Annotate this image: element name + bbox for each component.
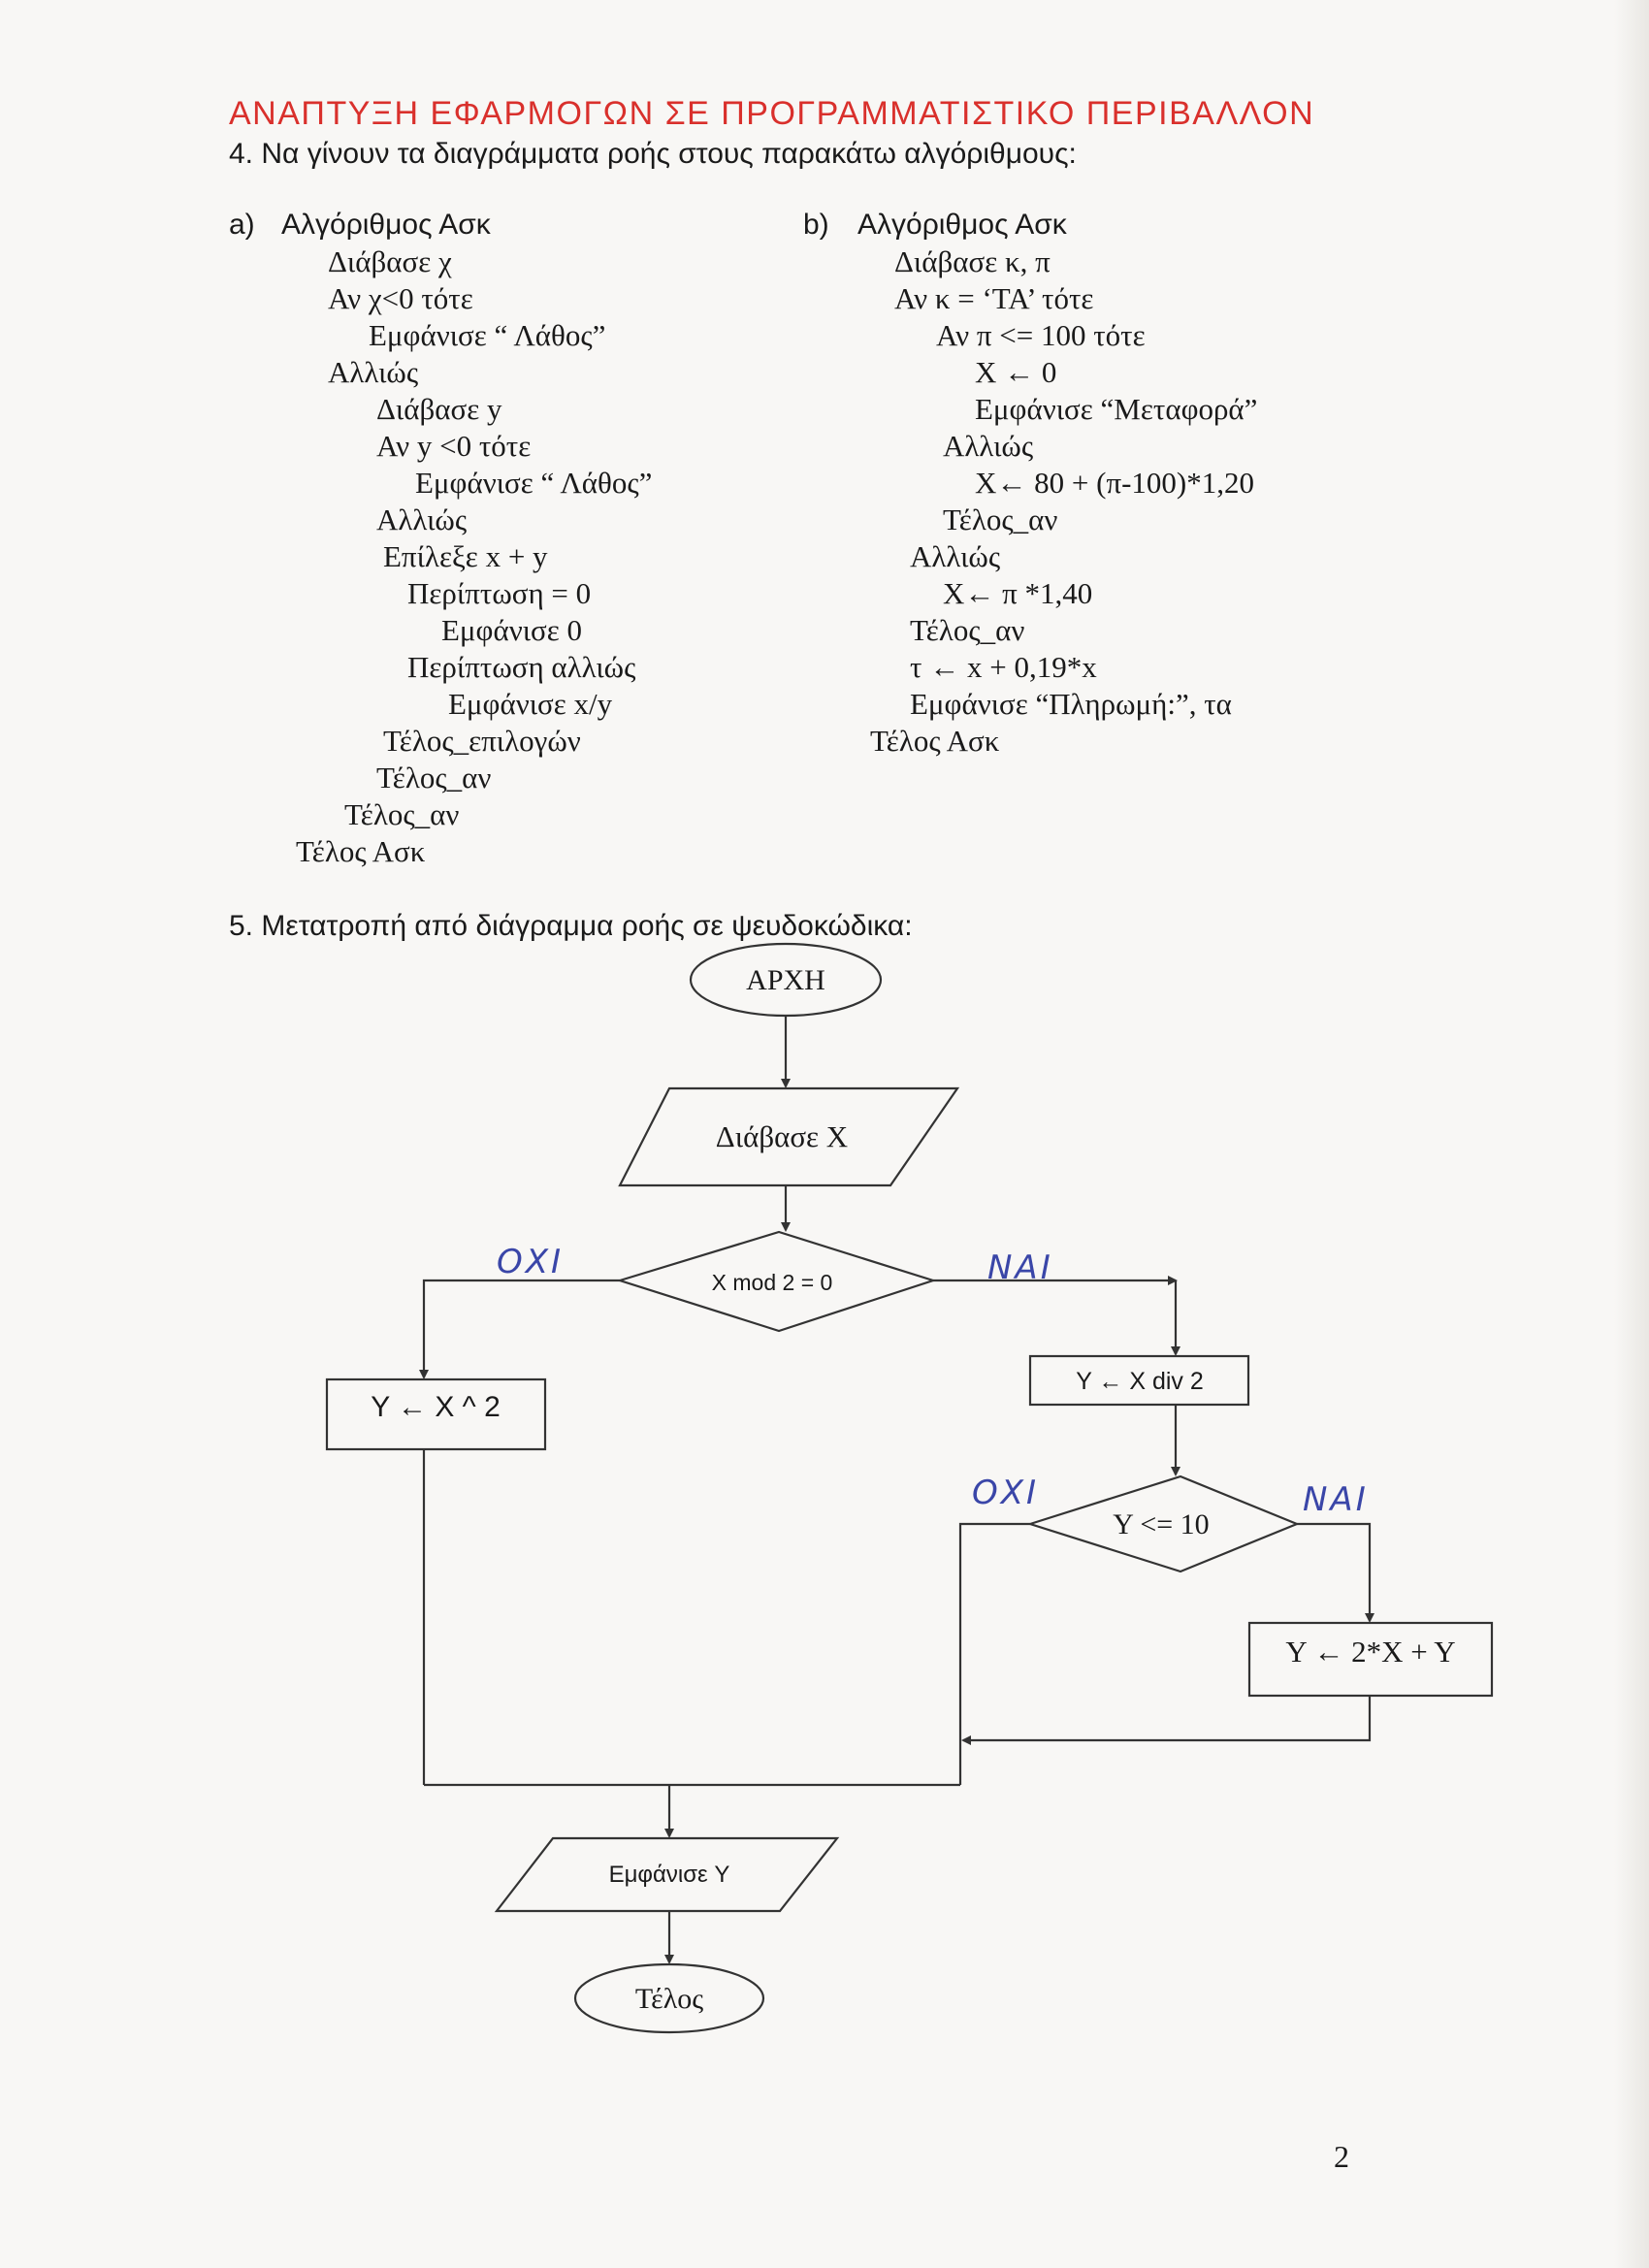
exercise-5-prompt: 5. Μετατροπή από διάγραμμα ροής σε ψευδο… — [229, 910, 913, 942]
output-box — [494, 1836, 840, 1913]
algorithm-b-line: Τέλος Ασκ — [870, 724, 1000, 758]
read-label: Διάβασε Χ — [716, 1119, 848, 1153]
cond1-label: X mod 2 = 0 — [712, 1270, 833, 1295]
algorithm-b-line: τ ← x + 0,19*x — [910, 650, 1097, 684]
algorithm-a-line: Τέλος_αν — [344, 797, 460, 831]
process-3-label: Y ← 2*X + Y — [1285, 1635, 1455, 1669]
algorithm-b-line: Αν κ = ‘ΤΑ’ τότε — [894, 281, 1094, 315]
exercise-4-prompt: 4. Να γίνουν τα διαγράμματα ροής στους π… — [229, 138, 1077, 170]
edge-decision2-yes — [1297, 1522, 1374, 1623]
algorithm-a-line: Διάβασε y — [376, 392, 502, 426]
algorithm-b-line: Αλλιώς — [910, 539, 1001, 573]
course-heading: ΑΝΑΠΤΥΞΗ ΕΦΑΡΜΟΓΩΝ ΣΕ ΠΡΟΓΡΑΜΜΑΤΙΣΤΙΚΟ Π… — [229, 95, 1315, 132]
algorithm-a-line: Εμφάνισε “ Λάθος” — [415, 466, 653, 500]
algorithm-b-line: Χ← 80 + (π-100)*1,20 — [975, 466, 1254, 500]
algorithm-b-line: Χ← π *1,40 — [943, 576, 1093, 610]
left-process-label: Y ← X ^ 2 — [371, 1391, 501, 1423]
right-process-label: Y ← X div 2 — [1076, 1368, 1204, 1395]
algorithm-a-line: Εμφάνισε 0 — [441, 613, 583, 647]
edge-decision2-no — [958, 1522, 1030, 1785]
algorithm-a-line: Αν χ<0 τότε — [328, 281, 473, 315]
algorithm-b-line: Τέλος_αν — [943, 502, 1058, 536]
algorithm-b-line: Αν π <= 100 τότε — [936, 318, 1146, 352]
edge-process3-return — [961, 1696, 1372, 1745]
cond1-yes-label: ΝΑΙ — [987, 1248, 1053, 1287]
algorithm-a-line: Εμφάνισε x/y — [448, 687, 613, 721]
algorithm-a-line: Τέλος Ασκ — [296, 834, 426, 868]
cond2-yes-label: ΝΑΙ — [1303, 1480, 1369, 1519]
end-label: Τέλος — [635, 1983, 703, 2015]
cond1-no-label: ΟΧΙ — [497, 1243, 564, 1281]
algorithm-a-label: a) — [229, 209, 255, 241]
read-input-box — [618, 1086, 960, 1187]
algorithm-b-line: Τέλος_αν — [910, 613, 1025, 647]
left-process-box — [325, 1377, 547, 1451]
cond2-no-label: ΟΧΙ — [972, 1474, 1039, 1512]
edge-decision-no — [419, 1279, 620, 1379]
algorithm-a-line: Αλλιώς — [328, 355, 419, 389]
algorithm-b-line: Εμφάνισε “Πληρωμή:”, τα — [910, 687, 1232, 721]
algorithm-a-line: Αν y <0 τότε — [376, 429, 532, 463]
page-edge-shadow — [1614, 0, 1649, 2268]
algorithm-a-line: Διάβασε χ — [328, 244, 452, 278]
page-number: 2 — [1334, 2139, 1349, 2174]
algorithm-a-line: Αλλιώς — [376, 502, 468, 536]
algorithm-a-title: Αλγόριθμος Ασκ — [281, 209, 491, 241]
algorithm-b-line: Διάβασε κ, π — [894, 244, 1051, 278]
algorithm-a-line: Τέλος_αν — [376, 761, 492, 794]
right-process-box — [1028, 1354, 1250, 1407]
algorithm-a-line: Τέλος_επιλογών — [383, 724, 581, 758]
algorithm-b-line: Εμφάνισε “Μεταφορά” — [975, 392, 1258, 426]
algorithm-a-line: Εμφάνισε “ Λάθος” — [369, 318, 606, 352]
start-label: ΑΡΧΗ — [746, 964, 825, 996]
cond2-label: Y <= 10 — [1113, 1508, 1209, 1540]
algorithm-a-line: Επίλεξε x + y — [383, 539, 548, 573]
output-label: Εμφάνισε Y — [609, 1862, 730, 1888]
algorithm-b-line: Χ ← 0 — [975, 355, 1057, 389]
algorithm-b-line: Αλλιώς — [943, 429, 1034, 463]
algorithm-a-line: Περίπτωση = 0 — [407, 576, 592, 610]
algorithm-b-title: Αλγόριθμος Ασκ — [857, 209, 1067, 241]
algorithm-a-line: Περίπτωση αλλιώς — [407, 650, 636, 684]
end-terminal — [573, 1962, 765, 2034]
algorithm-b-label: b) — [803, 209, 829, 241]
